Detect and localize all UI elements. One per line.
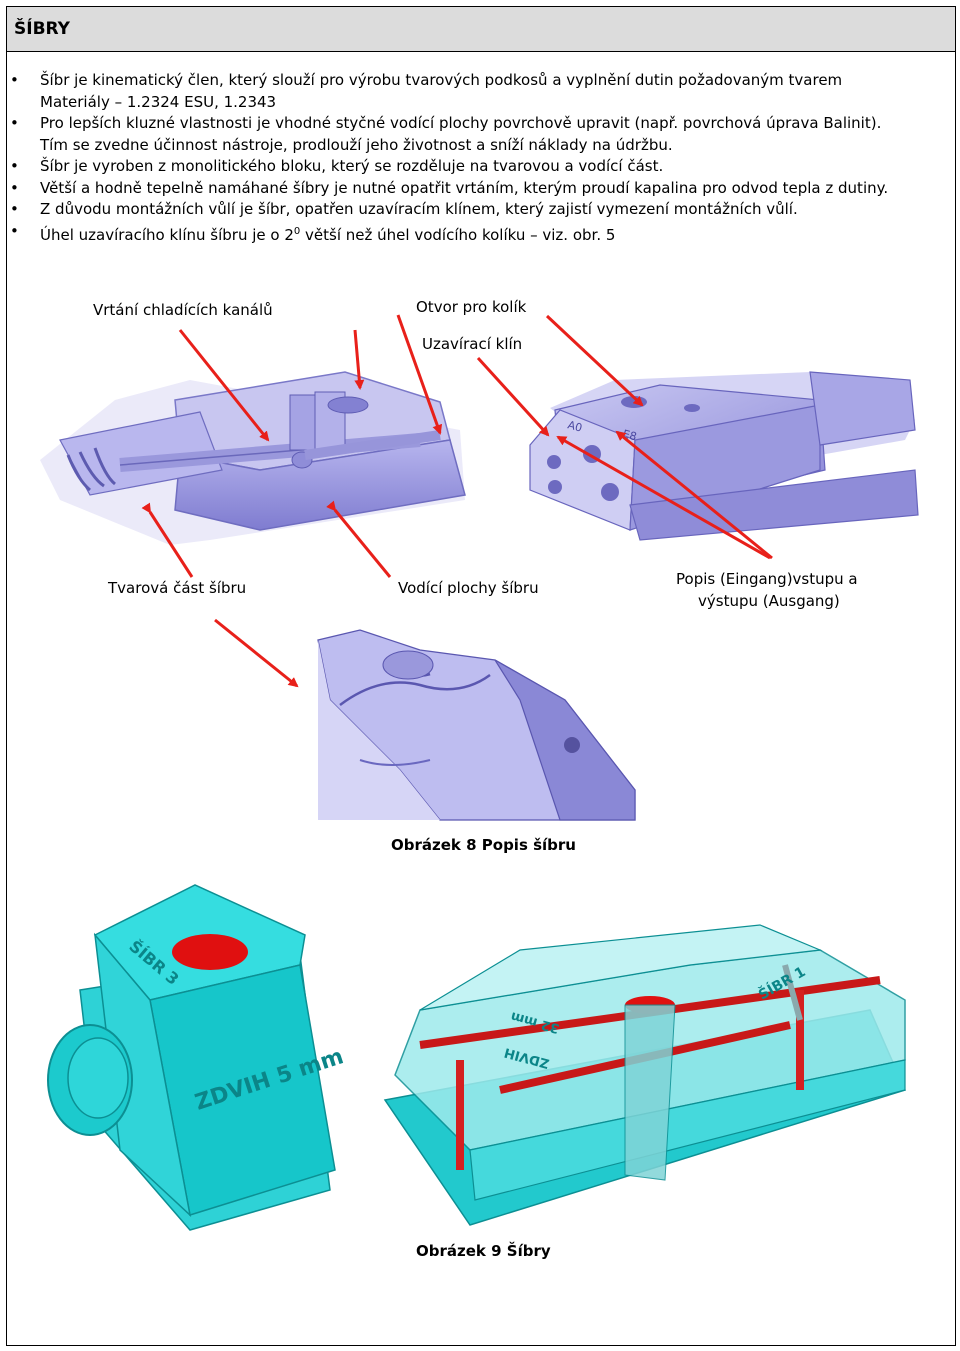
bullet-item: Větší a hodně tepelně namáhané šíbry je … bbox=[10, 178, 945, 200]
label-pin-hole: Otvor pro kolík bbox=[416, 298, 527, 316]
label-input-output-line1: Popis (Eingang)vstupu a bbox=[676, 570, 858, 588]
section-header: ŠÍBRY bbox=[7, 7, 955, 52]
bullet-item: Materiály – 1.2324 ESU, 1.2343 bbox=[40, 92, 277, 111]
bullet-text: Úhel uzavíracího klínu šíbru je o 2 bbox=[40, 225, 294, 244]
annotation-arrows bbox=[141, 314, 773, 688]
label-shape-part: Tvarová část šíbru bbox=[108, 579, 247, 597]
bullet-list: Šíbr je kinematický člen, který slouží p… bbox=[10, 70, 945, 246]
label-cooling-channels: Vrtání chladících kanálů bbox=[93, 301, 273, 319]
bullet-item: Pro lepších kluzné vlastnosti je vhodné … bbox=[10, 113, 945, 135]
label-closing-wedge: Uzavírací klín bbox=[422, 335, 523, 353]
bullet-item: Úhel uzavíracího klínu šíbru je o 20 vět… bbox=[10, 221, 945, 247]
slider-block-1: ŠÍBR 1 ZDVIH 32 mm bbox=[383, 924, 907, 1226]
figure9-caption: Obrázek 9 Šíbry bbox=[416, 1242, 551, 1260]
bullet-item: Z důvodu montážních vůlí je šíbr, opatře… bbox=[10, 199, 945, 221]
document-page: ŠÍBRY bbox=[6, 6, 956, 1346]
label-input-output-line2: výstupu (Ausgang) bbox=[698, 592, 840, 610]
bullet-item: Šíbr je kinematický člen, který slouží p… bbox=[10, 70, 945, 92]
bullet-text: větší než úhel vodícího kolíku – viz. ob… bbox=[300, 225, 616, 244]
page-title: ŠÍBRY bbox=[14, 19, 70, 39]
shape-part-detail bbox=[310, 615, 640, 825]
figure8-cad-model: A0 E8 bbox=[40, 314, 919, 825]
degree-superscript: 0 bbox=[293, 225, 301, 237]
label-guide-surfaces: Vodící plochy šíbru bbox=[398, 579, 539, 597]
bullet-item: Tím se zvedne účinnost nástroje, prodlou… bbox=[40, 135, 673, 154]
figure8-caption: Obrázek 8 Popis šíbru bbox=[391, 836, 576, 854]
slider-block-3: ŠÍBR 3 ZDVIH 5 mm bbox=[47, 884, 347, 1231]
bullet-item: Šíbr je vyroben z monolitického bloku, k… bbox=[10, 156, 945, 178]
engraving-a0: A0 bbox=[566, 418, 583, 434]
